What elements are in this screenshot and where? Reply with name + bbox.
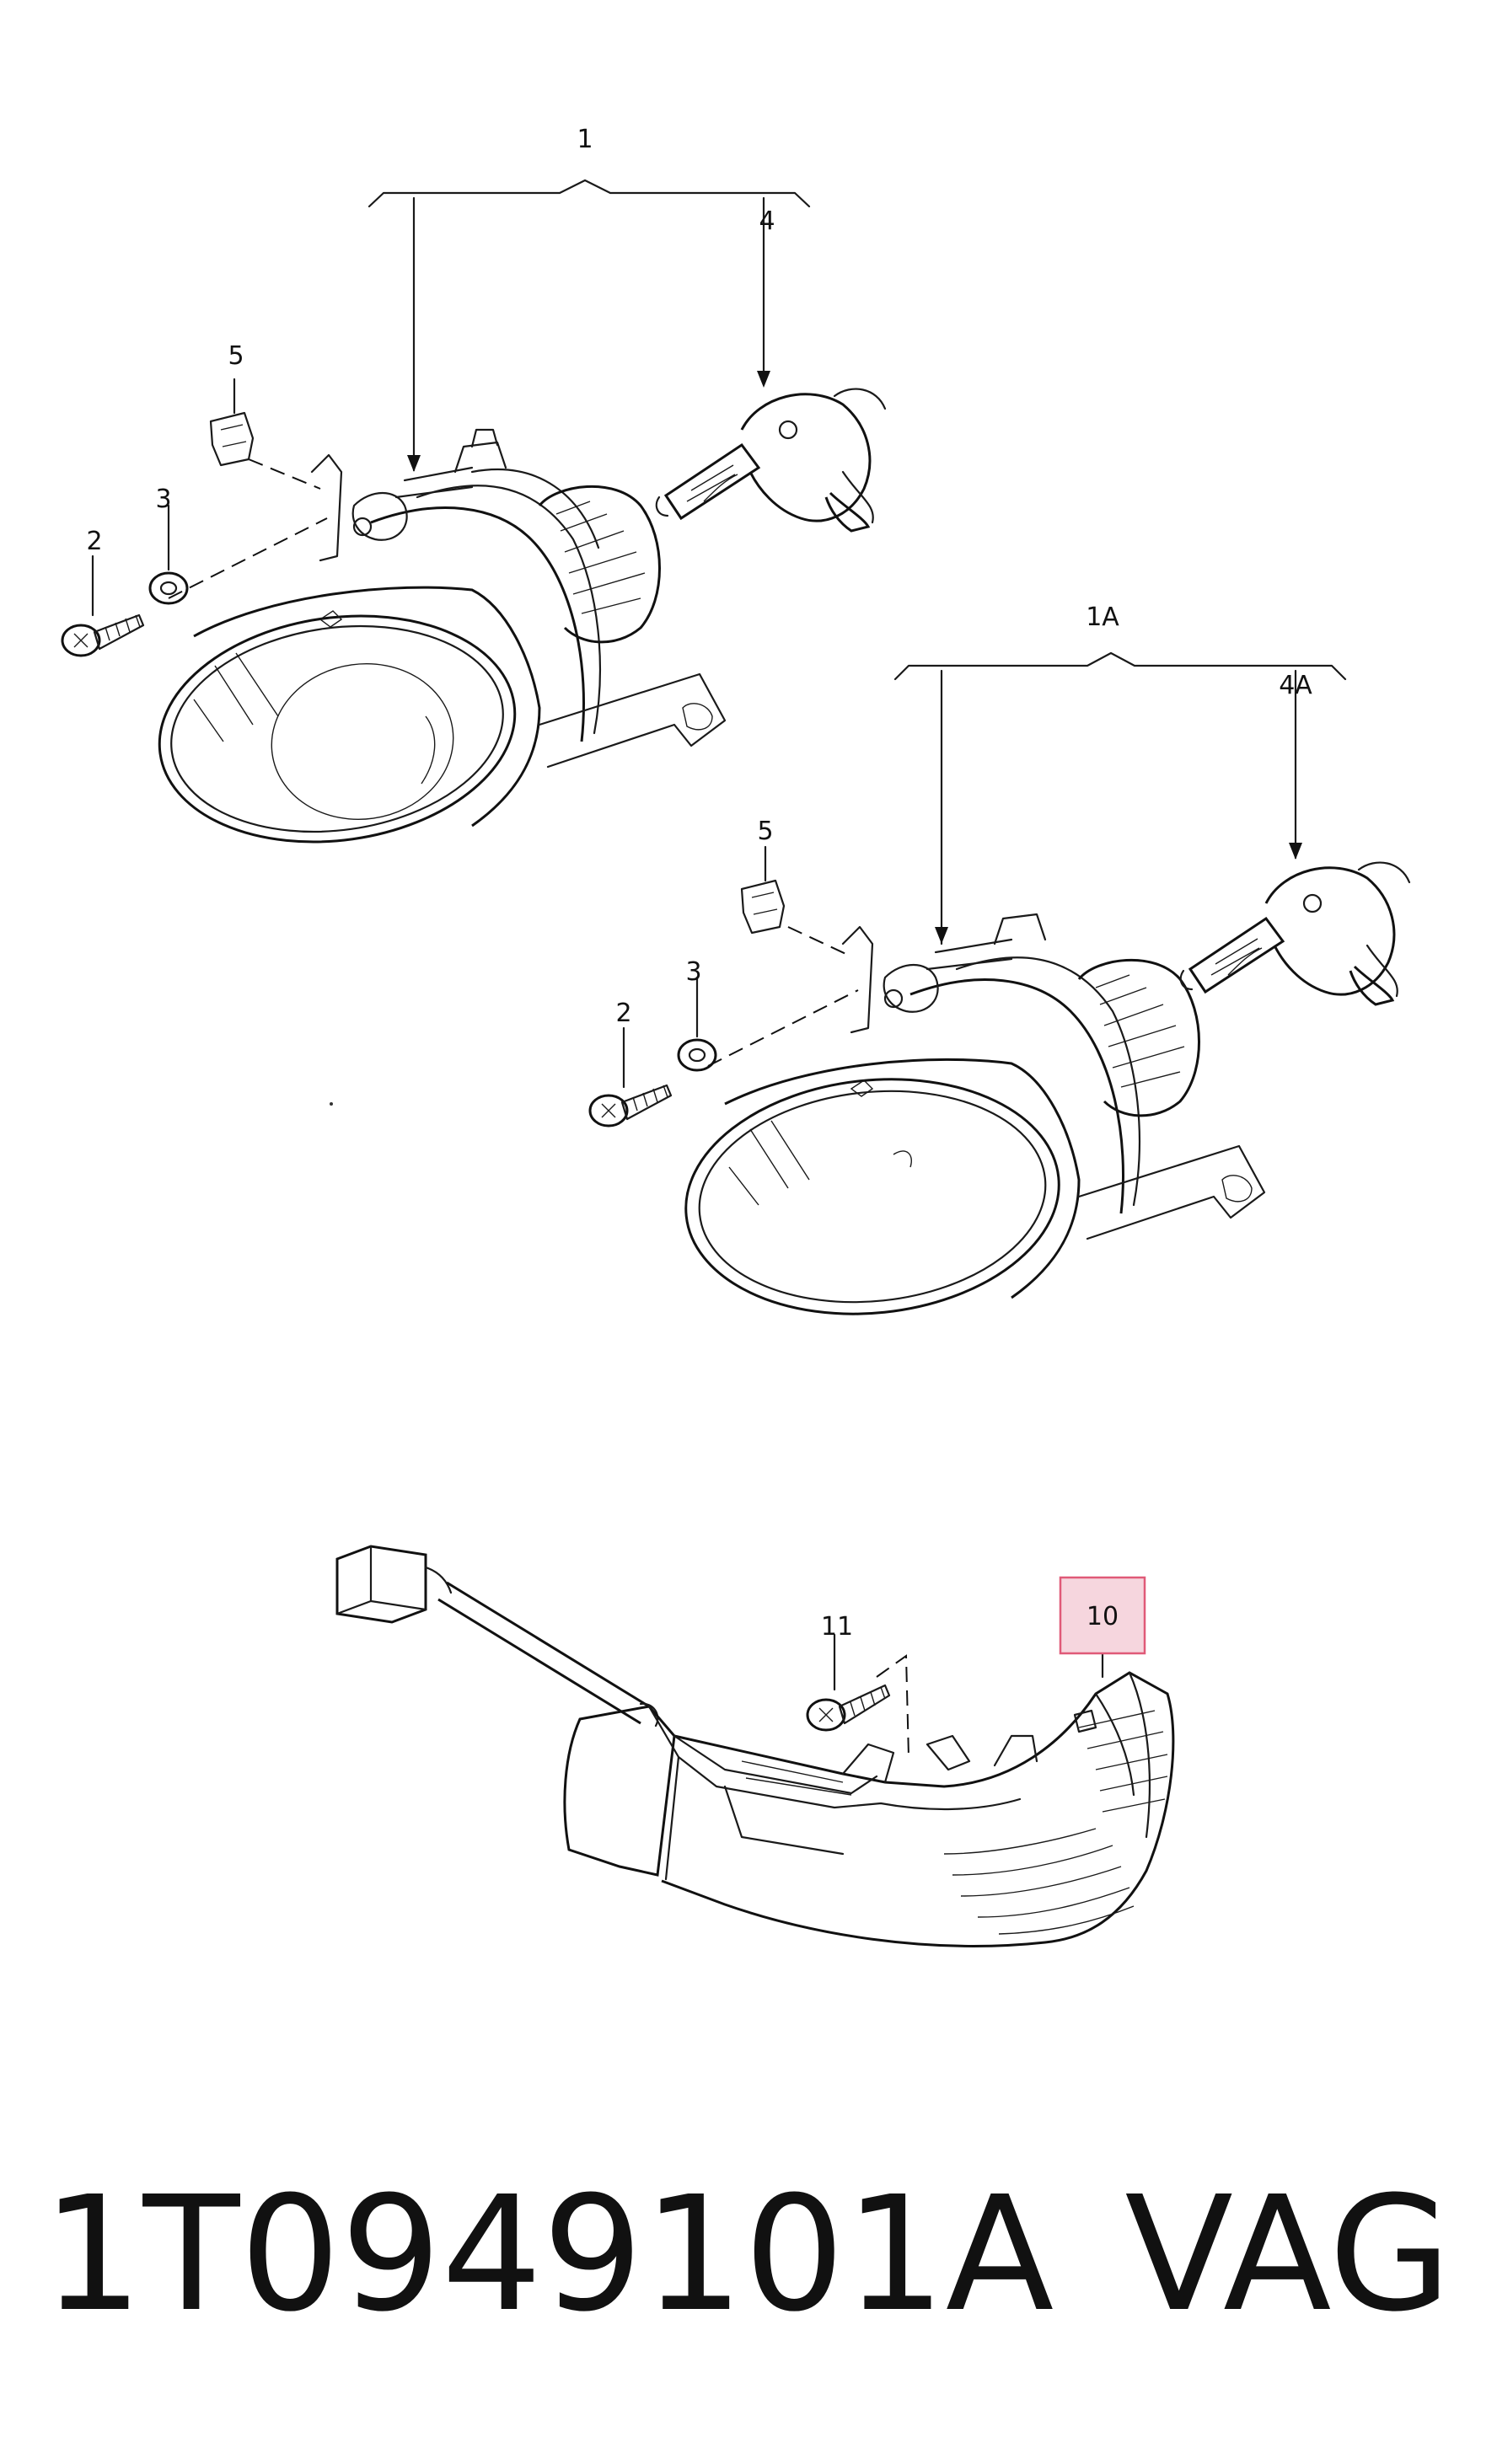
washer-3-top [148, 504, 189, 605]
callout-2-top: 2 [86, 527, 102, 556]
callout-10-highlight [1059, 1576, 1146, 1655]
fog-lamp-assembly-1 [158, 179, 811, 844]
callout-5-mid: 5 [757, 817, 773, 846]
washer-3-mid [677, 976, 717, 1072]
callout-3-top: 3 [155, 485, 171, 514]
callout-4: 4 [759, 206, 775, 236]
clip-5-mid [740, 845, 786, 935]
side-indicator-lamp-10 [335, 1545, 1175, 1947]
callout-11: 11 [821, 1612, 853, 1642]
callout-1a: 1A [1086, 603, 1119, 632]
callout-1: 1 [577, 125, 593, 154]
bulb-4 [655, 388, 887, 533]
brand-name: VAG [1124, 2162, 1451, 2347]
screw-2-top [61, 554, 145, 657]
screw-2-mid [588, 1026, 673, 1128]
callout-3-mid: 3 [685, 957, 701, 987]
clip-5-top [209, 378, 255, 467]
callout-2-mid: 2 [615, 999, 631, 1028]
callout-4a: 4A [1279, 671, 1312, 700]
bulb-4a [1179, 861, 1411, 1006]
callout-5-top: 5 [228, 341, 244, 371]
callout-10: 10 [1087, 1602, 1119, 1631]
part-number: 1T0949101A [42, 2162, 1054, 2347]
fog-lamp-assembly-1a [684, 651, 1347, 1315]
